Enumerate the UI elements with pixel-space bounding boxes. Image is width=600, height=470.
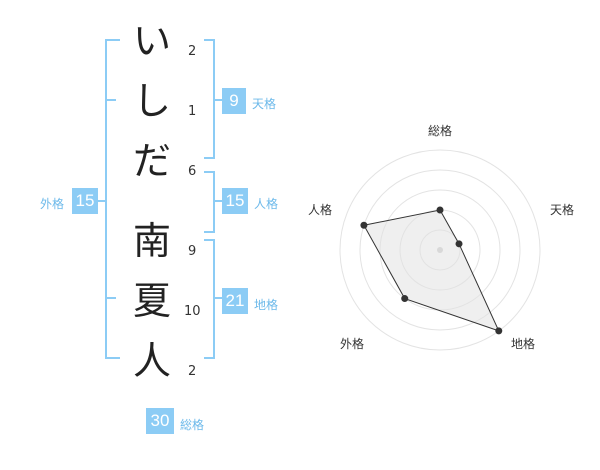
jinkaku-box: 15 <box>222 188 248 214</box>
given-char-3: 人 <box>132 339 171 383</box>
stroke-count: 2 <box>188 44 197 59</box>
soukaku-box: 30 <box>146 408 174 434</box>
radar-area <box>363 209 500 332</box>
gaikaku-box: 15 <box>72 188 98 214</box>
radar-point-5 <box>360 221 368 229</box>
radar-point-4 <box>401 295 409 303</box>
given-char-2: 夏 <box>132 279 171 323</box>
radar-point-2 <box>455 240 463 248</box>
tenkaku-label: 天格 <box>252 97 277 111</box>
axis-label-jinkaku: 人格 <box>308 203 333 217</box>
chikaku-box: 21 <box>222 288 248 314</box>
stroke-count: 9 <box>188 244 197 259</box>
surname-char-2: し <box>132 79 171 123</box>
jinkaku-label: 人格 <box>254 197 279 211</box>
radar-ring <box>359 169 521 331</box>
axis-label-tenkaku: 天格 <box>550 203 575 217</box>
axis-label-gaikaku: 外格 <box>340 337 365 351</box>
chikaku-label: 地格 <box>254 298 279 312</box>
tenkaku-box: 9 <box>222 88 246 114</box>
radar-ring <box>339 149 541 351</box>
stroke-count: 10 <box>184 304 201 319</box>
axis-label-chikaku: 地格 <box>511 337 536 351</box>
stroke-count: 6 <box>188 164 197 179</box>
axis-label-soukaku: 総格 <box>428 124 453 138</box>
soukaku-label: 総格 <box>180 418 205 432</box>
surname-char-3: だ <box>132 139 171 183</box>
gaikaku-label: 外格 <box>40 197 65 211</box>
surname-char-1: い <box>132 19 171 63</box>
stroke-count: 1 <box>188 104 197 119</box>
radar-point-1 <box>436 206 444 214</box>
radar-point-3 <box>495 327 503 335</box>
given-char-1: 南 <box>132 219 171 263</box>
stroke-count: 2 <box>188 364 197 379</box>
